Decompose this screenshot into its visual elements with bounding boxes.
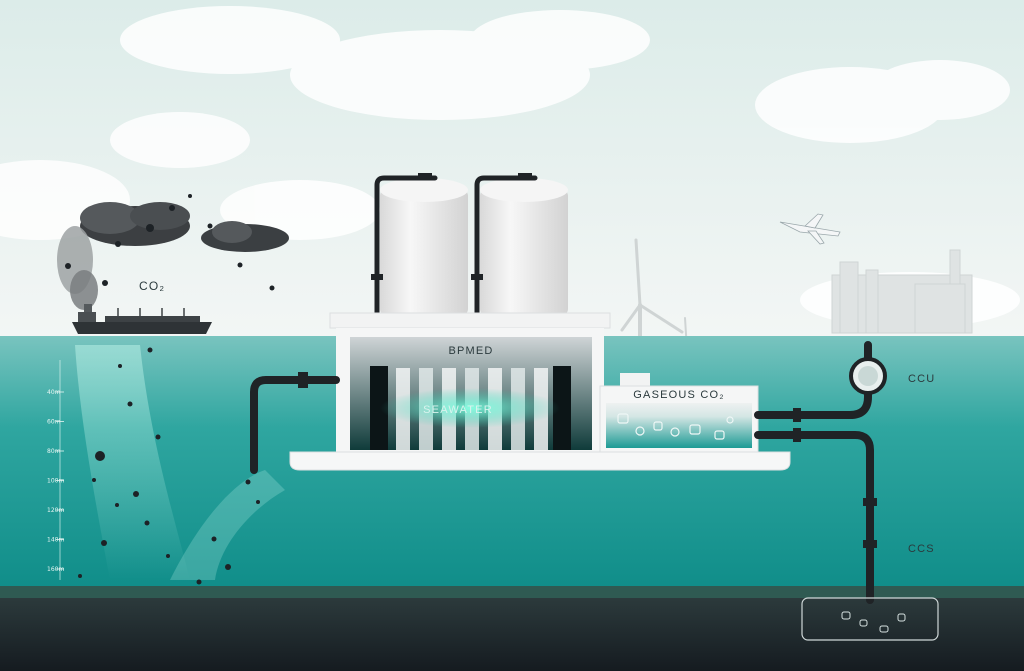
pipe-valve-icon [518,173,532,180]
factory-icon [831,249,973,334]
airplane-icon [779,213,841,245]
depth-label: 60m [47,419,61,426]
pipe-valve-icon [418,173,432,180]
storage-tank-left [380,178,468,315]
smoke-cloud-icon [57,202,289,310]
co2-emission-label: CO₂ [139,279,165,293]
seabed-strip [0,586,1024,600]
storage-tank-right [480,178,568,315]
pipe-valve-icon [863,540,877,548]
seabed [0,598,1024,671]
depth-label: 100m [47,478,64,485]
seawater-intake-pipe [250,376,340,474]
ccs-reservoir [801,597,939,641]
ccu-label: CCU [908,373,935,385]
pipe-valve-icon [863,498,877,506]
gaseous-co2-tank [599,385,759,453]
co2-absorption-plume [75,345,190,580]
seawater-outflow-plume [170,470,285,580]
ccu-gauge [849,357,887,395]
platform-base [289,451,791,471]
ship-icon [72,304,212,334]
platform-top [329,312,611,329]
pipe-valve-icon [793,428,801,442]
co2-particles [65,194,275,585]
gaseous-co2-cap [620,373,650,387]
depth-label: 120m [47,507,64,514]
pipe-valve-icon [298,372,308,388]
gaseous-co2-label: GASEOUS CO₂ [633,389,724,401]
seawater-label: SEAWATER [423,404,493,416]
pipe-valve-icon [793,408,801,422]
pipe-valve-icon [371,274,383,280]
pipe-valve-icon [471,274,483,280]
ccs-label: CCS [908,543,935,555]
depth-label: 160m [47,566,64,573]
co2-output-pipes [754,341,874,604]
tank-pipes [374,175,538,318]
bpmed-label: BPMED [448,345,493,357]
depth-label: 40m [47,389,61,396]
co2-bubble-icon [617,413,734,440]
bpmed-unit [350,337,592,450]
depth-label: 140m [47,537,64,544]
depth-scale: 40m 60m 80m 100m 120m 140m 160m [47,360,64,580]
depth-label: 80m [47,448,61,455]
